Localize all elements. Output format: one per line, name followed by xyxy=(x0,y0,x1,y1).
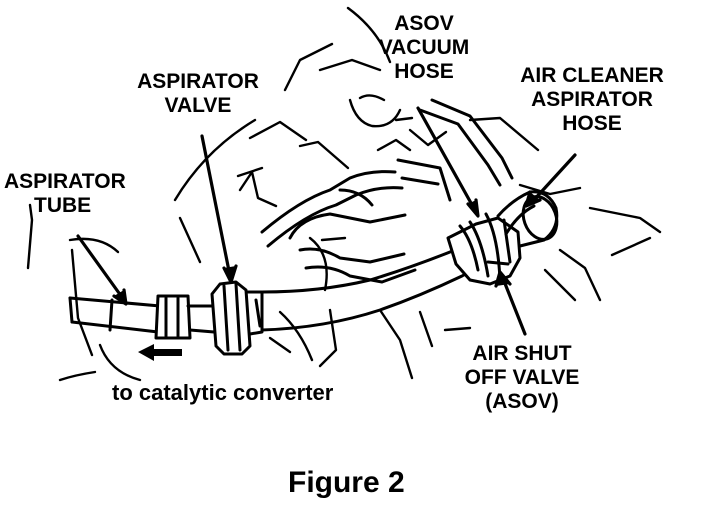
air-cleaner-label-line-1: AIR CLEANER xyxy=(520,64,664,87)
main-hose xyxy=(260,241,482,332)
aspirator-tube-label-line-2: TUBE xyxy=(34,194,92,217)
aspirator-valve-shape xyxy=(210,280,264,356)
asov-vacuum-hose-label-line-2: VACUUM xyxy=(378,36,470,59)
figure-caption: Figure 2 xyxy=(288,466,405,499)
aspirator-valve-label-line-1: ASPIRATOR xyxy=(137,70,259,93)
asov-label-line-3: (ASOV) xyxy=(485,390,559,413)
asov-vacuum-hose-label-line-1: ASOV xyxy=(394,12,454,35)
asov-label-line-1: AIR SHUT xyxy=(472,342,572,365)
leader-lines xyxy=(76,106,577,336)
flow-direction-note: to catalytic converter xyxy=(112,380,334,405)
aspirator-valve-label-line-2: VALVE xyxy=(164,94,232,117)
aspirator-tube-label: ASPIRATOR TUBE xyxy=(4,170,154,218)
aspirator-tube-label-line-1: ASPIRATOR xyxy=(4,170,126,193)
air-shut-off-valve-shape xyxy=(446,212,522,286)
hex-fitting-shape xyxy=(154,294,216,340)
upper-hoses xyxy=(260,98,514,284)
asov-label-line-2: OFF VALVE xyxy=(464,366,580,389)
asov-vacuum-hose-label: ASOV VACUUM HOSE xyxy=(376,12,472,84)
air-shut-off-valve-label: AIR SHUT OFF VALVE (ASOV) xyxy=(456,342,588,414)
flow-arrow-icon xyxy=(138,344,182,361)
background-engine-lines xyxy=(26,6,662,382)
air-cleaner-label-line-3: HOSE xyxy=(562,112,622,135)
aspirator-tube-shape xyxy=(68,296,162,334)
asov-vacuum-hose-label-line-3: HOSE xyxy=(394,60,454,83)
air-cleaner-label-line-2: ASPIRATOR xyxy=(531,88,653,111)
air-cleaner-aspirator-hose-label: AIR CLEANER ASPIRATOR HOSE xyxy=(512,64,672,136)
aspirator-valve-label: ASPIRATOR VALVE xyxy=(122,70,274,118)
